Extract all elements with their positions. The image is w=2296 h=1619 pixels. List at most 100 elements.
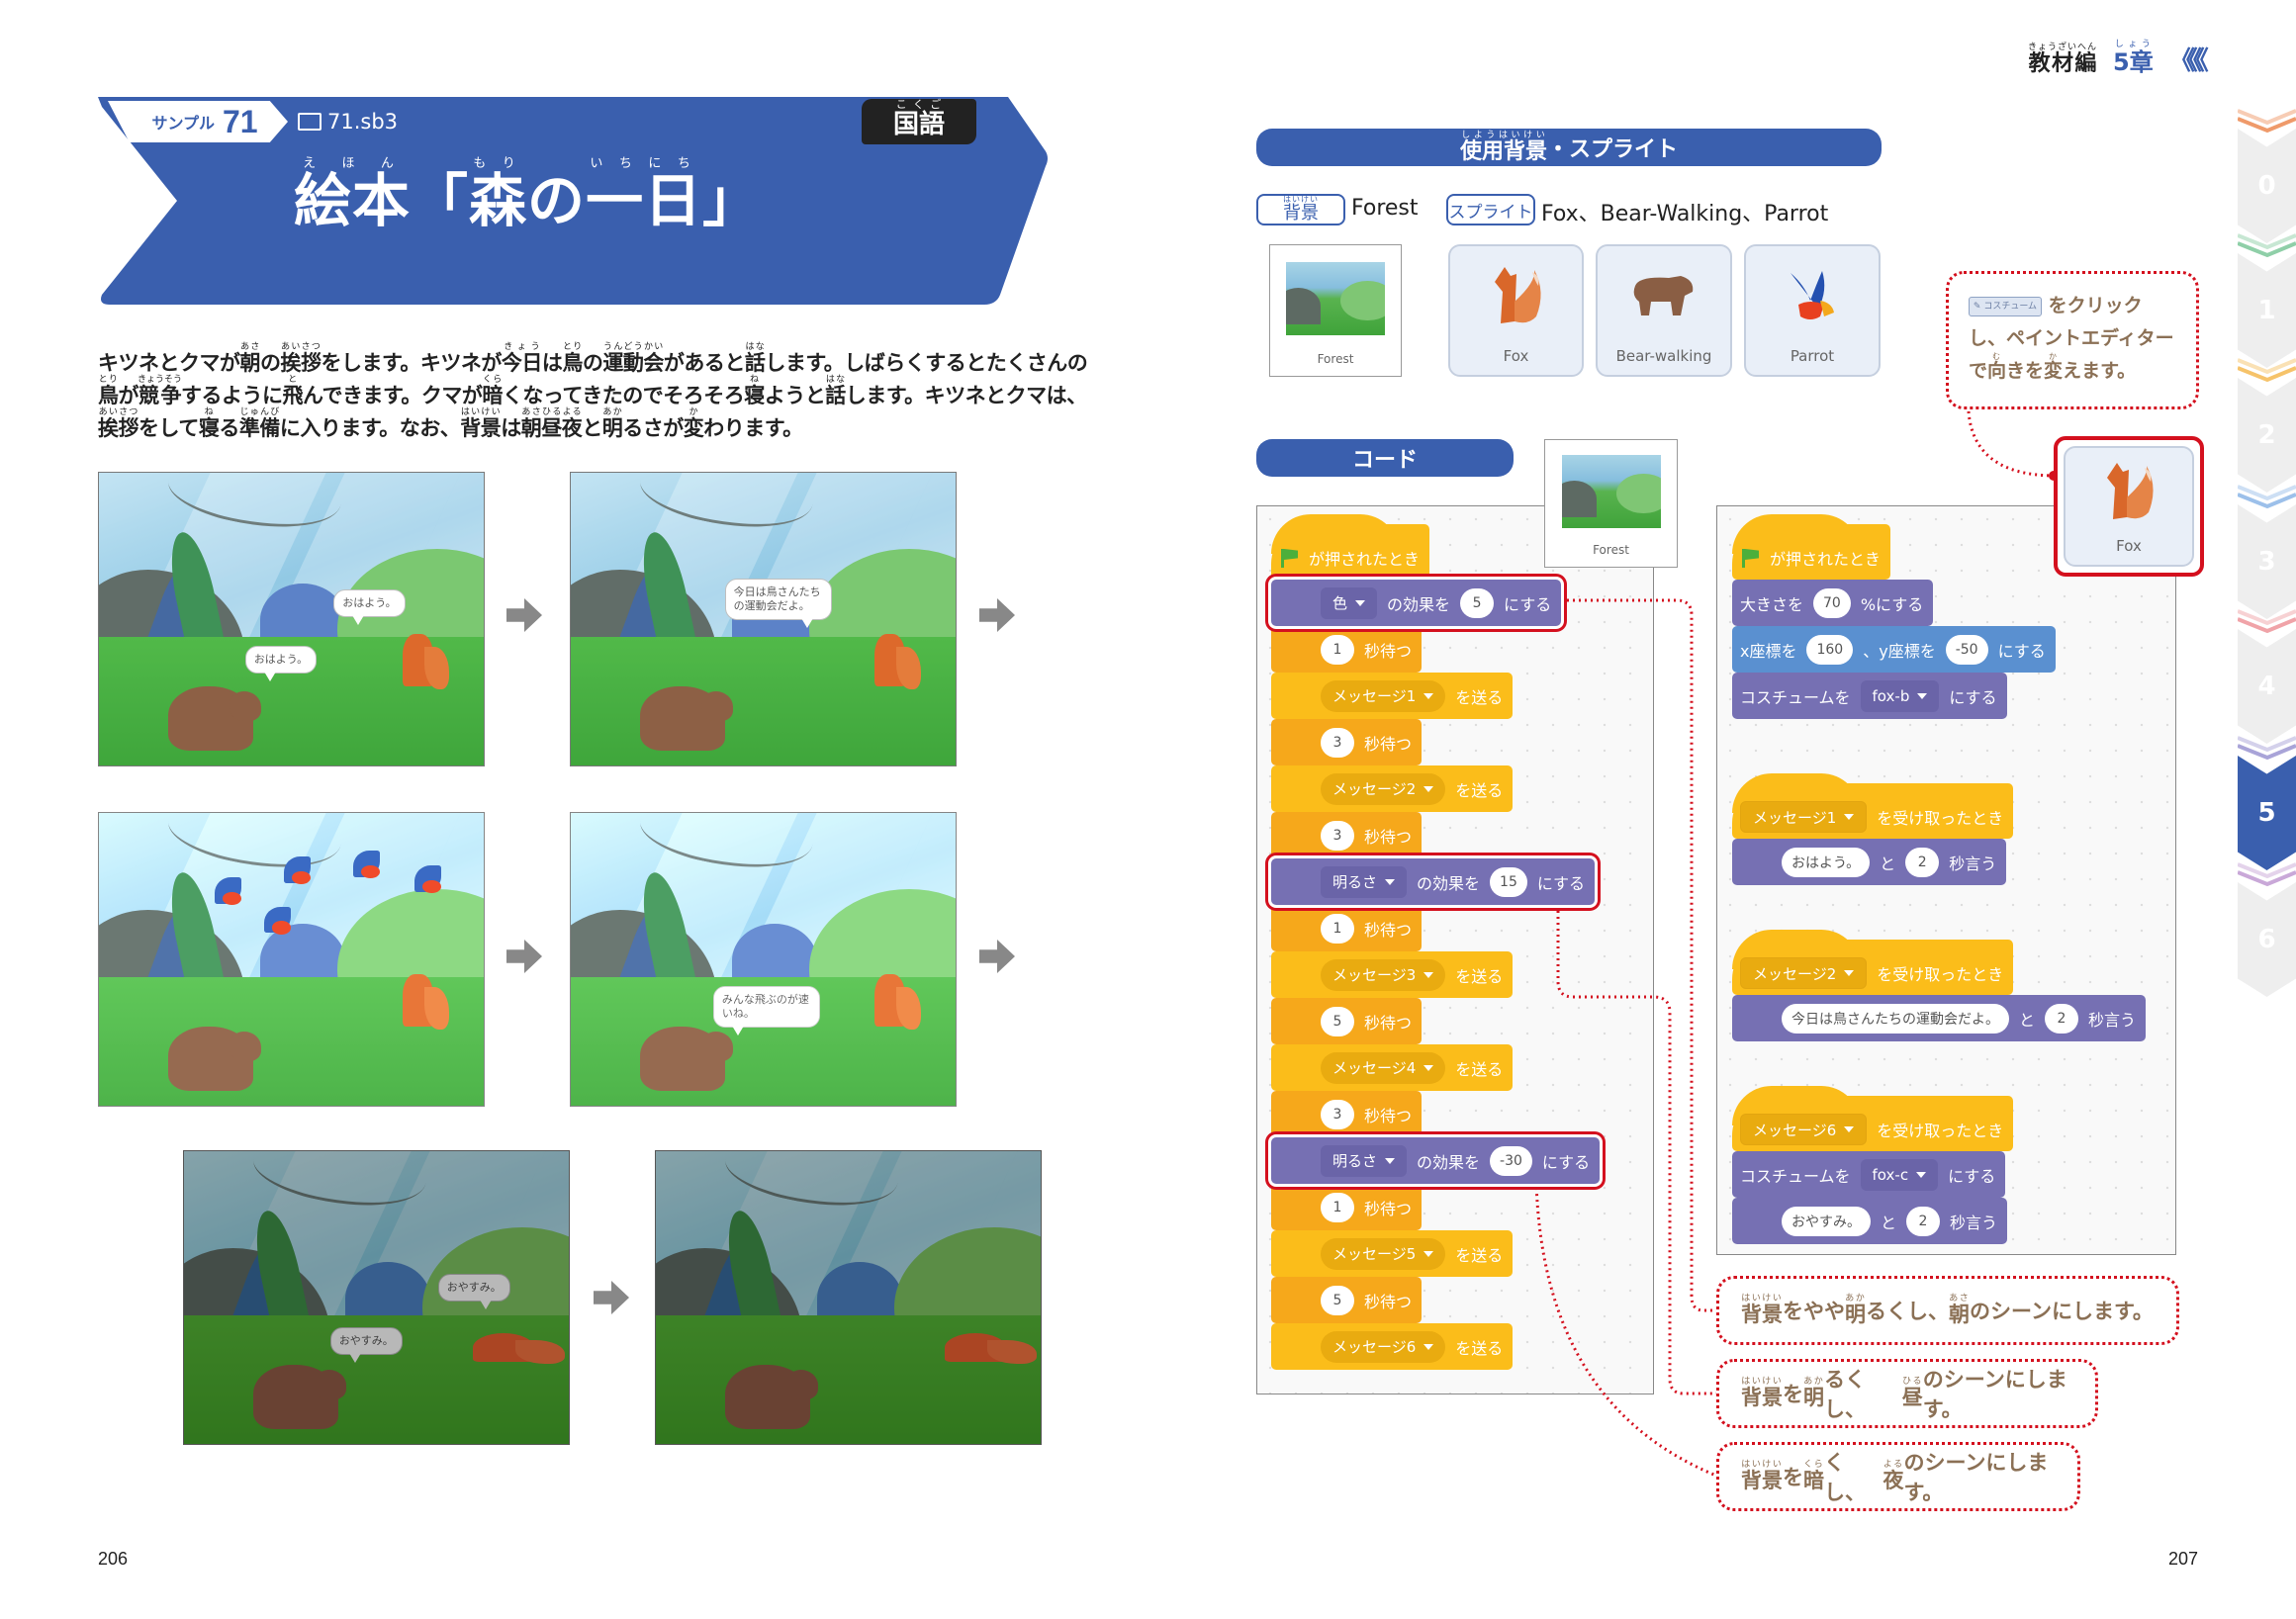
block-dropdown[interactable]: 明るさ xyxy=(1321,1144,1408,1177)
ruby-word: 明あか xyxy=(1803,1377,1824,1411)
block-dropdown[interactable]: メッセージ3 xyxy=(1321,958,1446,991)
block-dropdown[interactable]: メッセージ2 xyxy=(1321,772,1446,805)
sprite-thumbnail-parrot[interactable]: Parrot xyxy=(1744,244,1881,377)
block-text: と xyxy=(2019,1010,2036,1030)
block-dropdown[interactable]: メッセージ6 xyxy=(1740,1114,1868,1145)
block-input[interactable]: 今日は鳥さんたちの運動会だよ。 xyxy=(1782,1003,2009,1034)
sprite-thumbnail-fox[interactable]: Fox xyxy=(1448,244,1584,377)
block-when-flag[interactable]: が押されたとき xyxy=(1271,514,1430,580)
sprite-thumbnail-bear[interactable]: Bear-walking xyxy=(1596,244,1732,377)
ruby-word: 朝あさ xyxy=(240,343,261,376)
ruby-word: 背景はいけい xyxy=(1741,1294,1783,1328)
block-dropdown[interactable]: メッセージ1 xyxy=(1321,679,1446,712)
dropdown-value: 色 xyxy=(1332,594,1348,612)
block-broadcast[interactable]: メッセージ4 を送る xyxy=(1271,1044,1514,1091)
block-wait[interactable]: 5 秒待つ xyxy=(1271,1277,1423,1323)
block-dropdown[interactable]: メッセージ4 xyxy=(1321,1051,1446,1084)
chapter-label: 教材編 xyxy=(2028,51,2097,76)
block-input[interactable]: 15 xyxy=(1490,866,1527,897)
block-text: コスチュームを xyxy=(1740,687,1851,707)
arrow-right-icon xyxy=(979,940,1015,973)
block-input[interactable]: おやすみ。 xyxy=(1782,1206,1871,1236)
block-input[interactable]: 5 xyxy=(1321,1006,1354,1036)
backdrop-thumbnail-forest[interactable]: Forest xyxy=(1269,244,1402,377)
chapter-tab-0[interactable]: 0 xyxy=(2238,129,2296,243)
block-input[interactable]: 3 xyxy=(1321,1099,1354,1129)
block-input[interactable]: 1 xyxy=(1321,913,1354,944)
block-input[interactable]: 3 xyxy=(1321,820,1354,851)
dropdown-arrow-icon xyxy=(1424,971,1434,978)
block-dropdown[interactable]: メッセージ5 xyxy=(1321,1237,1446,1270)
chapter-tab-4[interactable]: 4 xyxy=(2238,629,2296,744)
chapter-tab-2[interactable]: 2 xyxy=(2238,378,2296,493)
block-input[interactable]: 2 xyxy=(2045,1003,2079,1034)
stage-thumbnail-forest[interactable]: Forest xyxy=(1544,439,1678,568)
block-input[interactable]: 5 xyxy=(1460,587,1495,618)
block-text: を送る xyxy=(1455,1059,1504,1079)
block-dropdown[interactable]: メッセージ2 xyxy=(1740,957,1868,989)
ruby-base: 向 xyxy=(1987,360,2007,382)
bear-sprite xyxy=(168,686,261,752)
block-wait[interactable]: 1 秒待つ xyxy=(1271,905,1423,951)
chapter-tab-1[interactable]: 1 xyxy=(2238,253,2296,368)
block-input[interactable]: -30 xyxy=(1490,1145,1532,1176)
block-input[interactable]: おはよう。 xyxy=(1782,847,1871,877)
text-segment: のシーンにします。 xyxy=(1970,1300,2154,1323)
block-dropdown[interactable]: 明るさ xyxy=(1321,865,1408,898)
block-dropdown[interactable]: 色 xyxy=(1321,586,1378,619)
chapter-tab-5[interactable]: 5 xyxy=(2238,756,2296,870)
block-input[interactable]: 5 xyxy=(1321,1285,1354,1315)
ruby-word: 明あか xyxy=(1845,1294,1866,1328)
ruby-word: 暗くら xyxy=(482,376,503,408)
block-input[interactable]: 1 xyxy=(1321,1192,1354,1222)
block-dropdown[interactable]: メッセージ6 xyxy=(1321,1330,1446,1363)
block-input[interactable]: 2 xyxy=(1905,847,1940,877)
block-input[interactable]: 1 xyxy=(1321,634,1354,665)
chapter-tab-6[interactable]: 6 xyxy=(2238,882,2296,997)
sprite-names: Fox、Bear-Walking、Parrot xyxy=(1541,202,1829,226)
chapter-tab-3[interactable]: 3 xyxy=(2238,504,2296,619)
block-text: 秒待つ xyxy=(1364,920,1413,940)
ruby-word: 変か xyxy=(684,408,704,441)
block-text: 秒待つ xyxy=(1364,1292,1413,1311)
dropdown-arrow-icon xyxy=(1424,785,1434,792)
bear-sprite xyxy=(168,1027,261,1092)
block-input[interactable]: 3 xyxy=(1321,727,1354,758)
block-dropdown[interactable]: fox-b xyxy=(1860,679,1940,712)
selected-sprite-fox[interactable]: Fox xyxy=(2054,436,2204,577)
block-dropdown[interactable]: fox-c xyxy=(1860,1158,1939,1191)
block-input[interactable]: 2 xyxy=(1906,1206,1941,1236)
block-when-flag[interactable]: が押されたとき xyxy=(1732,514,1891,580)
block-dropdown[interactable]: メッセージ1 xyxy=(1740,801,1868,833)
ruby-word: 背景はいけい xyxy=(460,408,502,441)
block-input[interactable]: -50 xyxy=(1945,634,1988,665)
text-segment: と xyxy=(582,416,602,440)
block-input[interactable]: 160 xyxy=(1806,634,1854,665)
block-input[interactable]: 70 xyxy=(1813,587,1851,618)
block-text: にする xyxy=(1504,594,1552,614)
